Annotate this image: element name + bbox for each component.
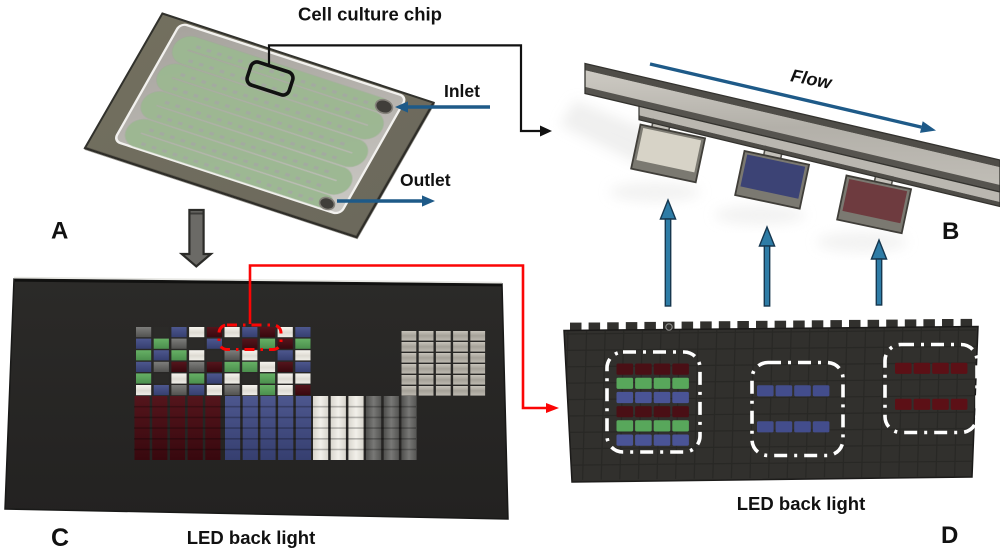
svg-text:LED back light: LED back light <box>737 493 866 514</box>
svg-text:B: B <box>942 218 959 245</box>
svg-text:Inlet: Inlet <box>444 81 480 101</box>
svg-text:C: C <box>51 524 69 552</box>
svg-text:A: A <box>51 218 68 245</box>
svg-text:Outlet: Outlet <box>400 170 451 190</box>
svg-text:LED back light: LED back light <box>187 527 316 548</box>
svg-text:Flow: Flow <box>789 65 834 93</box>
svg-text:D: D <box>941 522 958 549</box>
svg-text:Cell culture chip: Cell culture chip <box>298 4 442 25</box>
